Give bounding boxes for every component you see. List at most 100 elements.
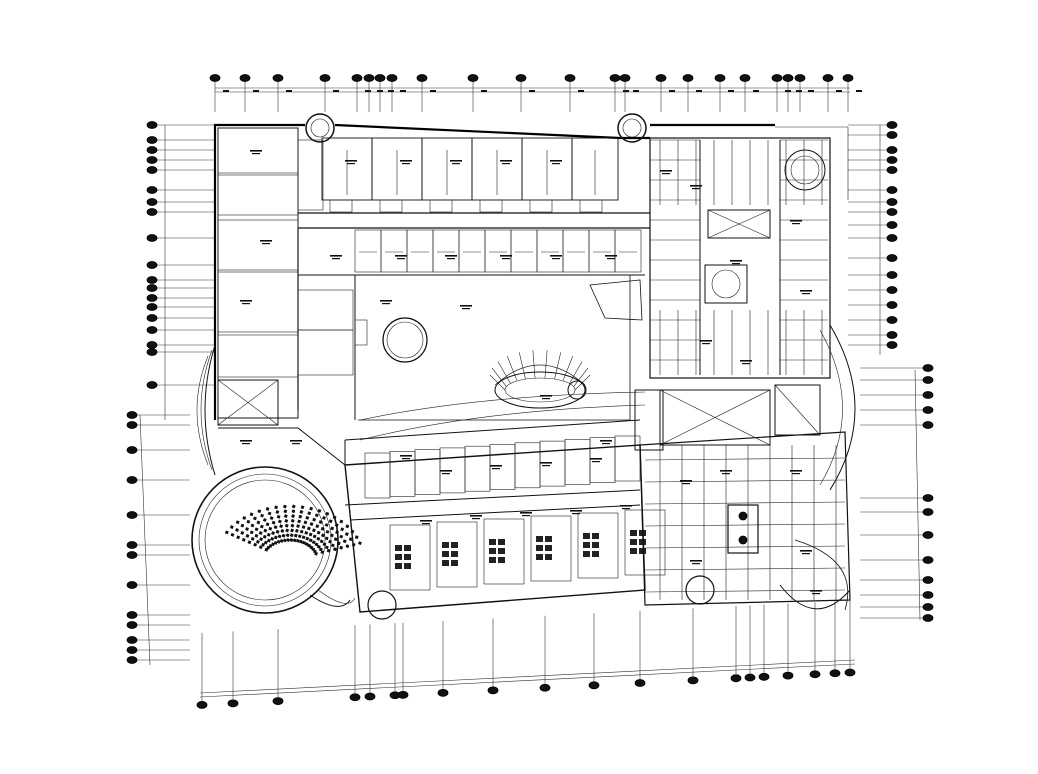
- annotation-mark: [502, 163, 510, 165]
- annotation-mark: [460, 305, 472, 307]
- seat: [285, 533, 290, 538]
- grid-bubble-left: [146, 276, 158, 284]
- grid-bubble-left: [146, 136, 158, 144]
- grid-bubble-right: [886, 121, 898, 129]
- office-room: [389, 524, 431, 591]
- desk: [583, 551, 590, 557]
- seat: [332, 547, 337, 552]
- seat: [258, 531, 263, 535]
- annotation-mark: [472, 518, 480, 520]
- seat: [259, 524, 264, 529]
- room-bath: [329, 199, 353, 213]
- desk: [592, 551, 599, 557]
- annotation-mark: [620, 505, 632, 507]
- annotation-mark: [662, 173, 670, 175]
- fan-rib: [491, 367, 507, 387]
- annotation-mark: [692, 188, 700, 190]
- room-south: [414, 449, 441, 495]
- desk: [630, 548, 637, 554]
- annotation-mark: [812, 593, 820, 595]
- office-room: [577, 512, 619, 579]
- left-grid: [126, 121, 215, 666]
- seat: [326, 548, 331, 553]
- room-corridor: [484, 229, 512, 273]
- seat: [245, 527, 249, 531]
- seat: [275, 510, 280, 514]
- dimension-tick: [753, 90, 759, 92]
- grid-bubble-bottom: [196, 701, 208, 709]
- seat: [340, 527, 345, 532]
- grid-bubble-right: [922, 576, 934, 584]
- seat: [254, 533, 259, 538]
- grid-bubble-right: [922, 391, 934, 399]
- grid-bubble-right: [886, 331, 898, 339]
- seat: [224, 530, 229, 535]
- annotation-mark: [445, 255, 457, 257]
- annotation-mark: [462, 308, 470, 310]
- seat: [282, 538, 287, 543]
- room-south: [589, 437, 616, 484]
- seat: [339, 519, 344, 524]
- grid-bubble-right: [886, 208, 898, 216]
- south-block: [344, 384, 851, 620]
- seat: [253, 542, 258, 547]
- fan-rib: [532, 350, 536, 379]
- room-corridor: [432, 229, 460, 273]
- desk: [395, 554, 402, 560]
- seat: [297, 519, 302, 524]
- grid-axis-left: [139, 414, 151, 666]
- grid-bubble-bottom: [844, 668, 856, 677]
- seat: [292, 538, 297, 543]
- seat: [259, 537, 264, 542]
- grid-bubble-top: [782, 74, 794, 82]
- seat: [312, 517, 317, 522]
- grid-bubble-top: [655, 74, 667, 82]
- grid-bubble-bottom: [687, 676, 699, 685]
- seat: [280, 529, 285, 533]
- grid-bubble-bottom: [437, 688, 449, 697]
- seat: [316, 530, 321, 535]
- desk: [630, 539, 637, 545]
- room-line: [644, 523, 846, 527]
- grid-bubble-left: [126, 636, 138, 644]
- grid-bubble-top: [842, 74, 854, 82]
- seat: [308, 532, 313, 537]
- annotation-mark: [400, 160, 412, 162]
- annotation-mark: [730, 260, 742, 262]
- seat: [307, 511, 312, 516]
- desk: [536, 545, 543, 551]
- annotation-mark: [660, 170, 672, 172]
- annotation-mark: [607, 258, 615, 260]
- annotation-mark: [690, 185, 702, 187]
- seat: [274, 505, 279, 510]
- seat: [336, 541, 341, 546]
- seat: [316, 544, 321, 549]
- seat: [314, 513, 319, 518]
- seat: [263, 528, 268, 533]
- seat: [240, 531, 245, 535]
- grid-bubble-left: [146, 381, 158, 389]
- seat: [354, 535, 359, 540]
- seat: [324, 545, 329, 550]
- grid-bubble-right: [922, 614, 934, 622]
- seat: [358, 541, 362, 546]
- annotation-mark: [700, 340, 712, 342]
- desk: [451, 560, 458, 566]
- east-block: [649, 137, 856, 491]
- desk: [583, 533, 590, 539]
- grid-bubble-bottom: [758, 672, 770, 681]
- north-block: [213, 113, 849, 420]
- grid-bubble-right: [922, 494, 934, 502]
- grid-bubble-right: [922, 376, 934, 384]
- grid-bubble-left: [146, 314, 158, 322]
- grid-bubble-right: [886, 186, 898, 194]
- office-room: [483, 518, 525, 585]
- seat: [290, 518, 295, 523]
- annotation-mark: [572, 513, 580, 515]
- annotation-mark: [802, 553, 810, 555]
- annotation-mark: [490, 465, 502, 467]
- seat: [291, 509, 296, 514]
- grid-bubble-right: [922, 591, 934, 599]
- room-left-wing: [217, 219, 299, 271]
